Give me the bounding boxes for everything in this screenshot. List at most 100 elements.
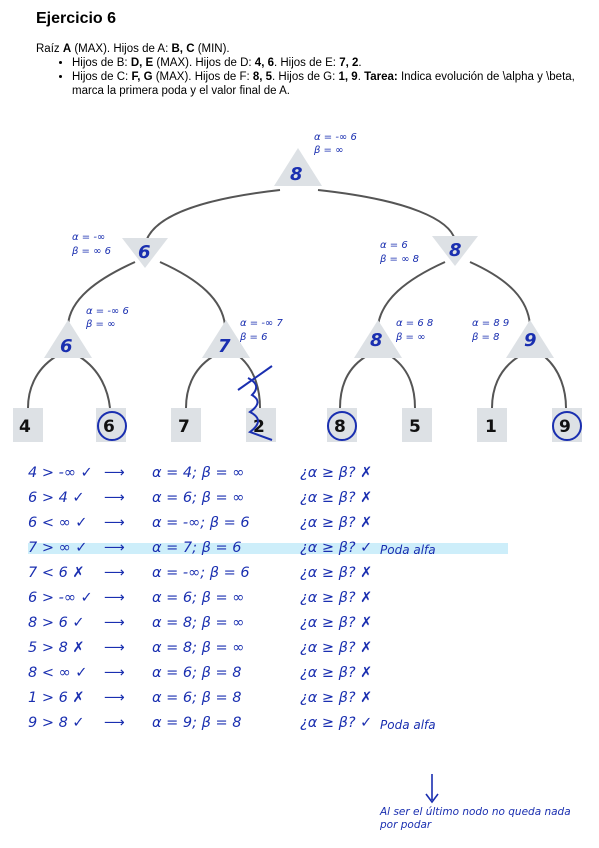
exercise-title: Ejercicio 6	[36, 10, 117, 27]
edge-e-l4	[239, 356, 261, 409]
arrow-icon: ⟶	[104, 715, 125, 731]
selected-leaf-circle	[552, 411, 582, 441]
trace-row: 6 < ∞ ✓⟶α = -∞; β = 6¿α ≥ β? ✗	[28, 512, 498, 537]
node-e-max	[202, 320, 250, 358]
trace-prune-check: ¿α ≥ β? ✗	[300, 665, 373, 681]
selected-leaf-circle	[97, 411, 127, 441]
trace-assignment: α = -∞; β = 6	[152, 515, 250, 531]
trace-assignment: α = 6; β = 8	[152, 690, 242, 706]
node-b-beta: β = ∞ 6	[71, 246, 111, 257]
trace-row: 6 > 4 ✓⟶α = 6; β = ∞¿α ≥ β? ✗	[28, 487, 498, 512]
node-f-beta: β = ∞	[395, 332, 425, 343]
node-d-value: 6	[60, 336, 73, 357]
tree-edges	[27, 189, 567, 409]
edge-g-l7	[491, 356, 519, 409]
node-a-max	[274, 148, 322, 186]
edge-g-l8	[544, 356, 567, 409]
trace-prune-check: ¿α ≥ β? ✓	[300, 715, 373, 731]
trace-assignment: α = 4; β = ∞	[152, 465, 245, 481]
trace-prune-check: ¿α ≥ β? ✗	[300, 565, 373, 581]
text-bold: D, E	[130, 57, 154, 69]
leaf-value: 7	[178, 417, 190, 437]
trace-prune-check: ¿α ≥ β? ✗	[300, 690, 373, 706]
text: Hijos de B:	[72, 57, 131, 69]
trace-assignment: α = 9; β = 8	[152, 715, 242, 731]
trace-row: 9 > 8 ✓ ⟶ α = 9; β = 8 ¿α ≥ β? ✓ Poda alfa	[28, 712, 498, 737]
node-f-max	[354, 320, 402, 358]
node-g-value: 9	[524, 330, 537, 351]
trace-row: 6 > -∞ ✓⟶α = 6; β = ∞¿α ≥ β? ✗	[28, 587, 498, 612]
trace-comparison: 5 > 8 ✗	[28, 640, 85, 656]
trace-comparison: 1 > 6 ✗	[28, 690, 85, 706]
trace-prune-check: ¿α ≥ β? ✗	[300, 490, 373, 506]
node-e-beta: β = 6	[239, 332, 267, 343]
text-bold: A	[62, 43, 72, 55]
node-f-value: 8	[370, 330, 383, 351]
trace-prune-check: ¿α ≥ β? ✗	[300, 640, 373, 656]
leaf-value: 1	[485, 417, 497, 437]
trace-comparison: 7 < 6 ✗	[28, 565, 85, 581]
edge-d-l2	[79, 356, 111, 409]
trace-assignment: α = 7; β = 6	[152, 540, 242, 556]
trace-comparison: 7 > ∞ ✓	[28, 540, 88, 556]
text: (MAX). Hijos de F:	[152, 71, 253, 83]
leaf-value: 9	[559, 417, 571, 437]
arrow-icon: ⟶	[104, 665, 125, 681]
text: . Hijos de G:	[272, 71, 339, 83]
alpha-beta-trace: 4 > -∞ ✓⟶α = 4; β = ∞¿α ≥ β? ✗ 6 > 4 ✓⟶α…	[28, 462, 508, 737]
text-bold: 8, 5	[252, 71, 273, 83]
bullet-c-children: Hijos de C: F, G (MAX). Hijos de F: 8, 5…	[72, 70, 576, 98]
problem-statement: Raíz A (MAX). Hijos de A: B, C (MIN). Hi…	[36, 42, 576, 98]
node-b-min	[122, 238, 168, 268]
trace-comparison: 6 < ∞ ✓	[28, 515, 88, 531]
leaf-box	[477, 408, 507, 442]
node-c-beta: β = ∞ 8	[379, 254, 419, 265]
node-c-alpha: α = 6	[380, 240, 408, 251]
problem-bullets: Hijos de B: D, E (MAX). Hijos de D: 4, 6…	[36, 56, 576, 98]
trace-row: 7 < 6 ✗⟶α = -∞; β = 6¿α ≥ β? ✗	[28, 562, 498, 587]
text: Hijos de C:	[72, 71, 132, 83]
leaf-value: 2	[253, 417, 265, 437]
text: (MAX). Hijos de A:	[71, 43, 172, 55]
edge-c-g	[469, 261, 531, 326]
node-c-value: 8	[449, 240, 462, 261]
trace-assignment: α = 8; β = ∞	[152, 615, 245, 631]
trace-row: 4 > -∞ ✓⟶α = 4; β = ∞¿α ≥ β? ✗	[28, 462, 498, 487]
node-f-alpha: α = 6 8	[396, 318, 433, 329]
text: .	[358, 57, 362, 69]
edge-a-c	[317, 189, 456, 241]
minimax-tree: 8 α = -∞ 6 β = ∞ 6 α = -∞ β = ∞ 6 8 α = …	[13, 132, 582, 442]
problem-line-root: Raíz A (MAX). Hijos de A: B, C (MIN).	[36, 42, 576, 56]
text-bold: B, C	[171, 43, 195, 55]
node-b-value: 6	[138, 242, 151, 263]
selected-leaf-circle	[327, 411, 357, 441]
leaf-box	[171, 408, 201, 442]
trace-prune-check: ¿α ≥ β? ✗	[300, 465, 373, 481]
edge-b-d	[67, 261, 136, 326]
edge-f-l5	[339, 356, 366, 409]
arrow-icon: ⟶	[104, 465, 125, 481]
arrow-icon: ⟶	[104, 515, 125, 531]
trace-comparison: 6 > -∞ ✓	[28, 590, 93, 606]
trace-assignment: α = 6; β = ∞	[152, 590, 245, 606]
arrow-icon: ⟶	[104, 540, 125, 556]
text-bold: 7, 2	[339, 57, 359, 69]
text: (MIN).	[194, 43, 230, 55]
node-d-alpha: α = -∞ 6	[86, 306, 129, 317]
node-b-alpha: α = -∞	[72, 232, 105, 243]
trace-row: 8 > 6 ✓⟶α = 8; β = ∞¿α ≥ β? ✗	[28, 612, 498, 637]
text: . Hijos de E:	[273, 57, 340, 69]
trace-comparison: 9 > 8 ✓	[28, 715, 85, 731]
text: (MAX). Hijos de D:	[153, 57, 255, 69]
trace-row: 5 > 8 ✗⟶α = 8; β = ∞¿α ≥ β? ✗	[28, 637, 498, 662]
node-a-alpha: α = -∞ 6	[314, 132, 357, 143]
text: Indica evolución de \alpha y \beta, marc…	[72, 71, 575, 97]
trace-prune-note: Poda alfa	[380, 718, 436, 732]
text: .	[357, 71, 365, 83]
final-note: Al ser el último nodo no queda nada por …	[380, 806, 571, 831]
arrow-icon: ⟶	[104, 565, 125, 581]
node-g-alpha: α = 8 9	[472, 318, 509, 329]
node-g-beta: β = 8	[471, 332, 499, 343]
leaf-box	[13, 408, 43, 442]
pruned-scribble	[237, 365, 273, 441]
